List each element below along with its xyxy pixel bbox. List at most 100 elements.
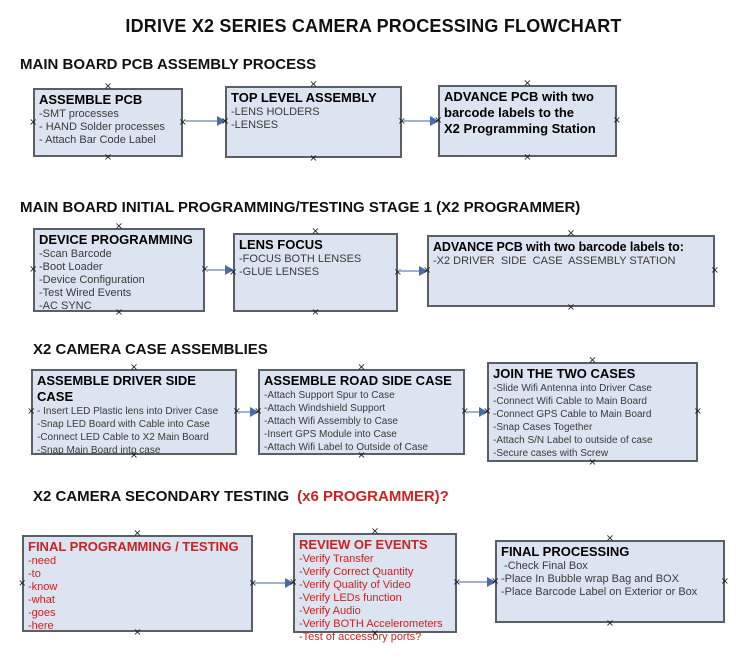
connection-point-icon: ×: [311, 307, 320, 318]
box-item: -Slide Wifi Antenna into Driver Case: [493, 383, 652, 394]
connection-point-icon: ×: [693, 406, 702, 417]
box-item: - Attach Bar Code Label: [39, 134, 156, 146]
connection-point-icon: ×: [566, 228, 576, 239]
connection-point-icon: ×: [605, 618, 615, 629]
box-item: -Verify Transfer: [299, 553, 374, 565]
connection-point-icon: ×: [103, 81, 113, 92]
box-title: REVIEW OF EVENTS: [299, 537, 428, 552]
box-item: -Place In Bubble wrap Bag and BOX: [501, 573, 679, 585]
section-header-text: X2 CAMERA SECONDARY TESTING: [33, 488, 290, 505]
box-item: -GLUE LENSES: [239, 266, 320, 278]
box-item: -Device Configuration: [39, 274, 145, 286]
flow-box-device-programming: DEVICE PROGRAMMING -Scan Barcode -Boot L…: [29, 222, 209, 318]
flow-arrow: [403, 116, 439, 126]
box-item: -LENSES: [231, 119, 279, 131]
connection-point-icon: ×: [309, 79, 318, 90]
section-header-text: MAIN BOARD PCB ASSEMBLY PROCESS: [20, 56, 317, 73]
flow-box-top-level-assembly: TOP LEVEL ASSEMBLY -LENS HOLDERS -LENSES…: [221, 80, 406, 164]
flow-box-join-the-two-cases: JOIN THE TWO CASES -Slide Wifi Antenna i…: [483, 356, 702, 468]
connection-point-icon: ×: [311, 226, 320, 237]
section-header-red-suffix: (x6 PROGRAMMER)?: [297, 488, 449, 505]
flow-box-assemble-pcb: ASSEMBLE PCB -SMT processes - HAND Solde…: [29, 82, 187, 163]
box-item: -Verify LEDs function: [299, 592, 402, 604]
flow-box-assemble-driver-side-case: ASSEMBLE DRIVER SIDE CASE - Insert LED P…: [27, 363, 241, 461]
flowchart-title: IDRIVE X2 SERIES CAMERA PROCESSING FLOWC…: [125, 16, 622, 36]
flow-box-advance-pcb-programming-station: ADVANCE PCB with two barcode labels to t…: [434, 79, 621, 163]
connection-point-icon: ×: [27, 406, 36, 417]
flow-box-assemble-road-side-case: ASSEMBLE ROAD SIDE CASE -Attach Support …: [254, 363, 469, 461]
box-item: -Secure cases with Screw: [493, 448, 609, 459]
box-item: -Place Barcode Label on Exterior or Box: [501, 586, 698, 598]
box-item: -Attach Wifi Label to Outside of Case: [264, 442, 428, 453]
box-title: JOIN THE TWO CASES: [493, 366, 636, 381]
connection-point-icon: ×: [129, 362, 139, 373]
flow-box-final-processing: FINAL PROCESSING -Check Final Box -Place…: [491, 534, 729, 629]
box-item: -here: [28, 620, 54, 632]
box-title: ASSEMBLE DRIVER SIDE CASE: [37, 373, 196, 404]
flow-arrow: [254, 578, 294, 588]
box-title: LENS FOCUS: [239, 237, 323, 252]
box-item: -Attach S/N Label to outside of case: [493, 435, 653, 446]
box-item: -Test Wired Events: [39, 287, 132, 299]
box-item: -Attach Windshield Support: [264, 403, 386, 414]
box-item: -Scan Barcode: [39, 248, 112, 260]
flow-arrow: [399, 266, 428, 276]
box-item: -SMT processes: [39, 108, 119, 120]
connection-point-icon: ×: [370, 526, 380, 537]
box-item: -what: [28, 594, 55, 606]
box-item: -FOCUS BOTH LENSES: [239, 253, 362, 265]
box-item: -Verify BOTH Accelerometers: [299, 618, 443, 630]
box-item: -Connect Wifi Cable to Main Board: [493, 396, 647, 407]
box-item: -goes: [28, 607, 56, 619]
box-item: -Verify Audio: [299, 605, 361, 617]
box-item: -Verify Correct Quantity: [299, 566, 414, 578]
flow-box-advance-pcb-driver-side: ADVANCE PCB with two barcode labels to: …: [423, 229, 719, 313]
flow-box-lens-focus: LENS FOCUS -FOCUS BOTH LENSES -GLUE LENS…: [229, 227, 402, 318]
connection-point-icon: ×: [612, 115, 621, 126]
box-item: -Connect GPS Cable to Main Board: [493, 409, 652, 420]
connection-point-icon: ×: [29, 264, 38, 275]
section-header-text: MAIN BOARD INITIAL PROGRAMMING/TESTING S…: [20, 199, 581, 216]
connection-point-icon: ×: [309, 153, 318, 164]
section-header-secondary-testing: X2 CAMERA SECONDARY TESTING (x6 PROGRAMME…: [33, 488, 449, 505]
connection-point-icon: ×: [133, 528, 142, 539]
box-item: -Attach Wifi Assembly to Case: [264, 416, 398, 427]
connection-point-icon: ×: [588, 355, 597, 366]
box-item: -Insert GPS Module into Case: [264, 429, 397, 440]
box-item: -Snap Cases Together: [493, 422, 593, 433]
connection-point-icon: ×: [114, 221, 124, 232]
box-item: -Check Final Box: [501, 560, 588, 572]
box-item: -Test of accessory ports?: [299, 631, 422, 643]
connection-point-icon: ×: [605, 533, 615, 544]
box-item: -know: [28, 581, 58, 593]
box-title: TOP LEVEL ASSEMBLY: [231, 90, 377, 105]
flow-arrow: [238, 407, 259, 417]
box-title: FINAL PROGRAMMING / TESTING: [28, 539, 239, 554]
box-title: FINAL PROCESSING: [501, 544, 630, 559]
connection-point-icon: ×: [588, 457, 597, 468]
flow-arrow: [206, 265, 234, 275]
box-title: ASSEMBLE PCB: [39, 92, 143, 107]
connection-point-icon: ×: [710, 265, 719, 276]
connection-point-icon: ×: [720, 575, 729, 587]
section-header-text: X2 CAMERA CASE ASSEMBLIES: [33, 341, 268, 358]
box-item: - HAND Solder processes: [39, 121, 165, 133]
connection-point-icon: ×: [29, 116, 38, 128]
box-item: -Verify Quality of Video: [299, 579, 411, 591]
connection-point-icon: ×: [566, 302, 576, 313]
connection-point-icon: ×: [523, 78, 532, 89]
box-item: -Snap LED Board with Cable into Case: [37, 419, 210, 430]
box-item: -Boot Loader: [39, 261, 103, 273]
box-title: DEVICE PROGRAMMING: [39, 232, 193, 247]
box-item: -to: [28, 568, 41, 580]
connection-point-icon: ×: [103, 152, 113, 163]
connection-point-icon: ×: [18, 577, 27, 589]
section-header-case-assemblies: X2 CAMERA CASE ASSEMBLIES: [33, 341, 268, 358]
section-header-pcb-assembly: MAIN BOARD PCB ASSEMBLY PROCESS: [20, 56, 316, 73]
flow-box-review-of-events: REVIEW OF EVENTS -Verify Transfer -Verif…: [289, 527, 461, 644]
connection-point-icon: ×: [357, 362, 366, 373]
flow-arrow: [185, 116, 226, 126]
connection-point-icon: ×: [523, 152, 532, 163]
flow-arrow: [466, 407, 488, 417]
